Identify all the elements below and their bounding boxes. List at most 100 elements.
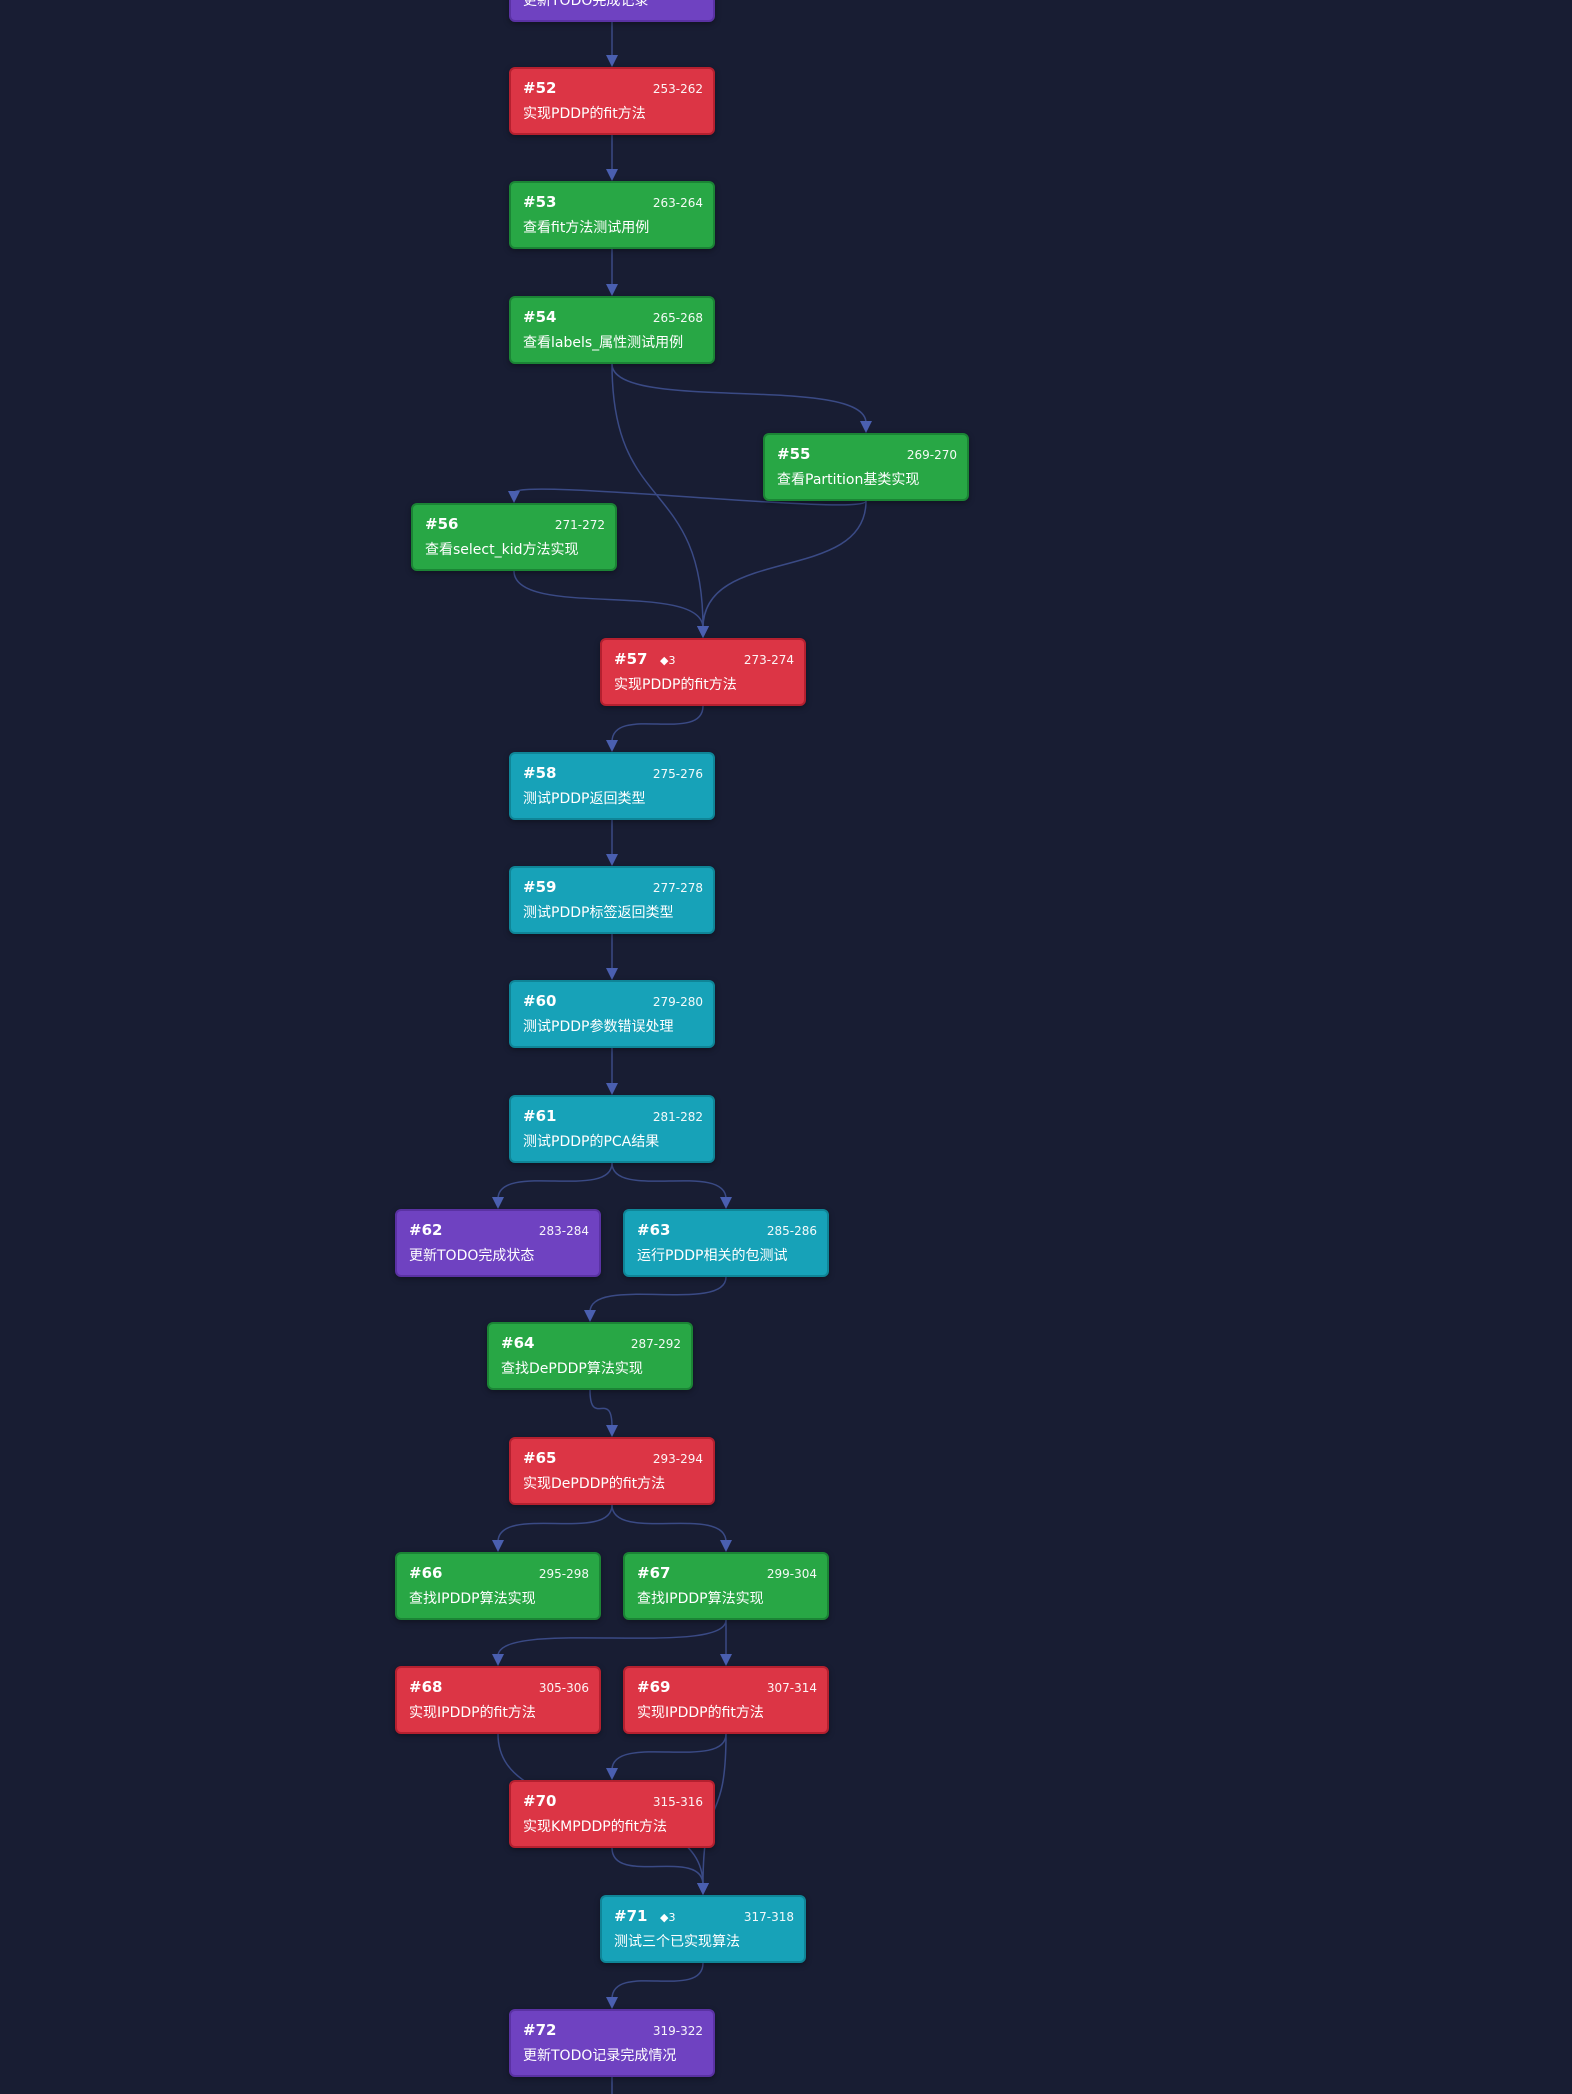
node-label: 实现IPDDP的fit方法 bbox=[409, 1705, 536, 1721]
node-id: #57 bbox=[614, 650, 648, 668]
node-53[interactable]: #53 263-264 查看fit方法测试用例 bbox=[509, 181, 715, 249]
node-59[interactable]: #59 277-278 测试PDDP标签返回类型 bbox=[509, 866, 715, 934]
node-id: #68 bbox=[409, 1678, 443, 1696]
node-60[interactable]: #60 279-280 测试PDDP参数错误处理 bbox=[509, 980, 715, 1048]
node-range: 279-280 bbox=[652, 995, 703, 1009]
node-range: 299-304 bbox=[766, 1567, 817, 1581]
node-52[interactable]: #52 253-262 实现PDDP的fit方法 bbox=[509, 67, 715, 135]
node-range: 283-284 bbox=[538, 1224, 589, 1238]
edge-54-55 bbox=[611, 363, 867, 424]
arrowhead-66 bbox=[492, 1540, 504, 1552]
edge-61-62 bbox=[497, 1162, 613, 1200]
arrowhead-54 bbox=[606, 284, 618, 296]
node-61[interactable]: #61 281-282 测试PDDP的PCA结果 bbox=[509, 1095, 715, 1163]
node-54[interactable]: #54 265-268 查看labels_属性测试用例 bbox=[509, 296, 715, 364]
node-range: 295-298 bbox=[538, 1567, 589, 1581]
node-id: #67 bbox=[637, 1564, 671, 1582]
node-range: 263-264 bbox=[652, 196, 703, 210]
node-label: 实现DePDDP的fit方法 bbox=[523, 1476, 666, 1492]
arrowhead-61 bbox=[606, 1083, 618, 1095]
node-range: 275-276 bbox=[652, 767, 703, 781]
node-69[interactable]: #69 307-314 实现IPDDP的fit方法 bbox=[623, 1666, 829, 1734]
arrowhead-70 bbox=[606, 1768, 618, 1780]
edge-57-58 bbox=[611, 705, 704, 743]
node-label: 更新TODO完成记录 bbox=[523, 0, 649, 9]
edge-56-57 bbox=[513, 570, 704, 629]
node-72[interactable]: #72 319-322 更新TODO记录完成情况 bbox=[509, 2009, 715, 2077]
node-id: #60 bbox=[523, 992, 557, 1010]
edge-54-57 bbox=[611, 363, 704, 629]
node-label: 查看labels_属性测试用例 bbox=[523, 335, 684, 351]
node-id: #66 bbox=[409, 1564, 443, 1582]
node-67[interactable]: #67 299-304 查找IPDDP算法实现 bbox=[623, 1552, 829, 1620]
node-64[interactable]: #64 287-292 查找DePDDP算法实现 bbox=[487, 1322, 693, 1390]
node-id: #64 bbox=[501, 1334, 535, 1352]
edge-61-63 bbox=[611, 1162, 727, 1200]
node-71[interactable]: #71 ◆3 317-318 测试三个已实现算法 bbox=[600, 1895, 806, 1963]
node-label: 实现PDDP的fit方法 bbox=[614, 677, 737, 693]
node-label: 测试PDDP标签返回类型 bbox=[523, 905, 674, 921]
edge-55-56 bbox=[513, 488, 867, 506]
node-id: #58 bbox=[523, 764, 557, 782]
node-range: 317-318 bbox=[743, 1910, 794, 1924]
node-id: #53 bbox=[523, 193, 557, 211]
node-range: 315-316 bbox=[652, 1795, 703, 1809]
node-id: #61 bbox=[523, 1107, 557, 1125]
edge-71-72 bbox=[611, 1962, 704, 2000]
arrowhead-69 bbox=[720, 1654, 732, 1666]
arrowhead-55 bbox=[860, 421, 872, 433]
node-65[interactable]: #65 293-294 实现DePDDP的fit方法 bbox=[509, 1437, 715, 1505]
edge-64-65 bbox=[589, 1389, 613, 1428]
node-range: 319-322 bbox=[652, 2024, 703, 2038]
node-id: #72 bbox=[523, 2021, 557, 2039]
node-id: #70 bbox=[523, 1792, 557, 1810]
node-id: #56 bbox=[425, 515, 459, 533]
arrowhead-57 bbox=[697, 626, 709, 638]
arrowhead-59 bbox=[606, 854, 618, 866]
node-range: 287-292 bbox=[630, 1337, 681, 1351]
arrowhead-65 bbox=[606, 1425, 618, 1437]
node-range: 307-314 bbox=[766, 1681, 817, 1695]
node-id: #54 bbox=[523, 308, 557, 326]
node-55[interactable]: #55 269-270 查看Partition基类实现 bbox=[763, 433, 969, 501]
node-range: 271-272 bbox=[554, 518, 605, 532]
arrowhead-63 bbox=[720, 1197, 732, 1209]
arrowhead-58 bbox=[606, 740, 618, 752]
node-label: 测试PDDP参数错误处理 bbox=[523, 1019, 674, 1035]
node-id: #59 bbox=[523, 878, 557, 896]
node-label: 查找DePDDP算法实现 bbox=[501, 1361, 643, 1377]
node-label: 运行PDDP相关的包测试 bbox=[637, 1248, 788, 1264]
node-label: 查看fit方法测试用例 bbox=[523, 220, 650, 236]
node-57[interactable]: #57 ◆3 273-274 实现PDDP的fit方法 bbox=[600, 638, 806, 706]
node-70[interactable]: #70 315-316 实现KMPDDP的fit方法 bbox=[509, 1780, 715, 1848]
node-range: 273-274 bbox=[743, 653, 794, 667]
node-label: 测试三个已实现算法 bbox=[614, 1934, 740, 1950]
arrowhead-67 bbox=[720, 1540, 732, 1552]
node-58[interactable]: #58 275-276 测试PDDP返回类型 bbox=[509, 752, 715, 820]
node-68[interactable]: #68 305-306 实现IPDDP的fit方法 bbox=[395, 1666, 601, 1734]
node-label: 测试PDDP返回类型 bbox=[523, 791, 646, 807]
node-label: 查看Partition基类实现 bbox=[777, 472, 920, 488]
arrowhead-56 bbox=[508, 491, 520, 503]
edge-63-64 bbox=[589, 1276, 727, 1313]
node-label: 更新TODO记录完成情况 bbox=[523, 2048, 677, 2064]
edge-70-71 bbox=[611, 1847, 704, 1886]
arrowhead-52 bbox=[606, 55, 618, 67]
node-range: 293-294 bbox=[652, 1452, 703, 1466]
node-label: 更新TODO完成状态 bbox=[409, 1248, 535, 1264]
node-63[interactable]: #63 285-286 运行PDDP相关的包测试 bbox=[623, 1209, 829, 1277]
edge-65-66 bbox=[497, 1504, 613, 1543]
node-label: 实现KMPDDP的fit方法 bbox=[523, 1819, 668, 1835]
node-range: 305-306 bbox=[538, 1681, 589, 1695]
node-range: 265-268 bbox=[652, 311, 703, 325]
node-62[interactable]: #62 283-284 更新TODO完成状态 bbox=[395, 1209, 601, 1277]
node-id: #62 bbox=[409, 1221, 443, 1239]
node-51[interactable]: #51 更新TODO完成记录 bbox=[509, 0, 715, 22]
node-range: 269-270 bbox=[906, 448, 957, 462]
merge-badge: ◆3 bbox=[660, 654, 676, 667]
node-range: 281-282 bbox=[652, 1110, 703, 1124]
node-label: 查看select_kid方法实现 bbox=[425, 542, 579, 558]
node-56[interactable]: #56 271-272 查看select_kid方法实现 bbox=[411, 503, 617, 571]
node-66[interactable]: #66 295-298 查找IPDDP算法实现 bbox=[395, 1552, 601, 1620]
